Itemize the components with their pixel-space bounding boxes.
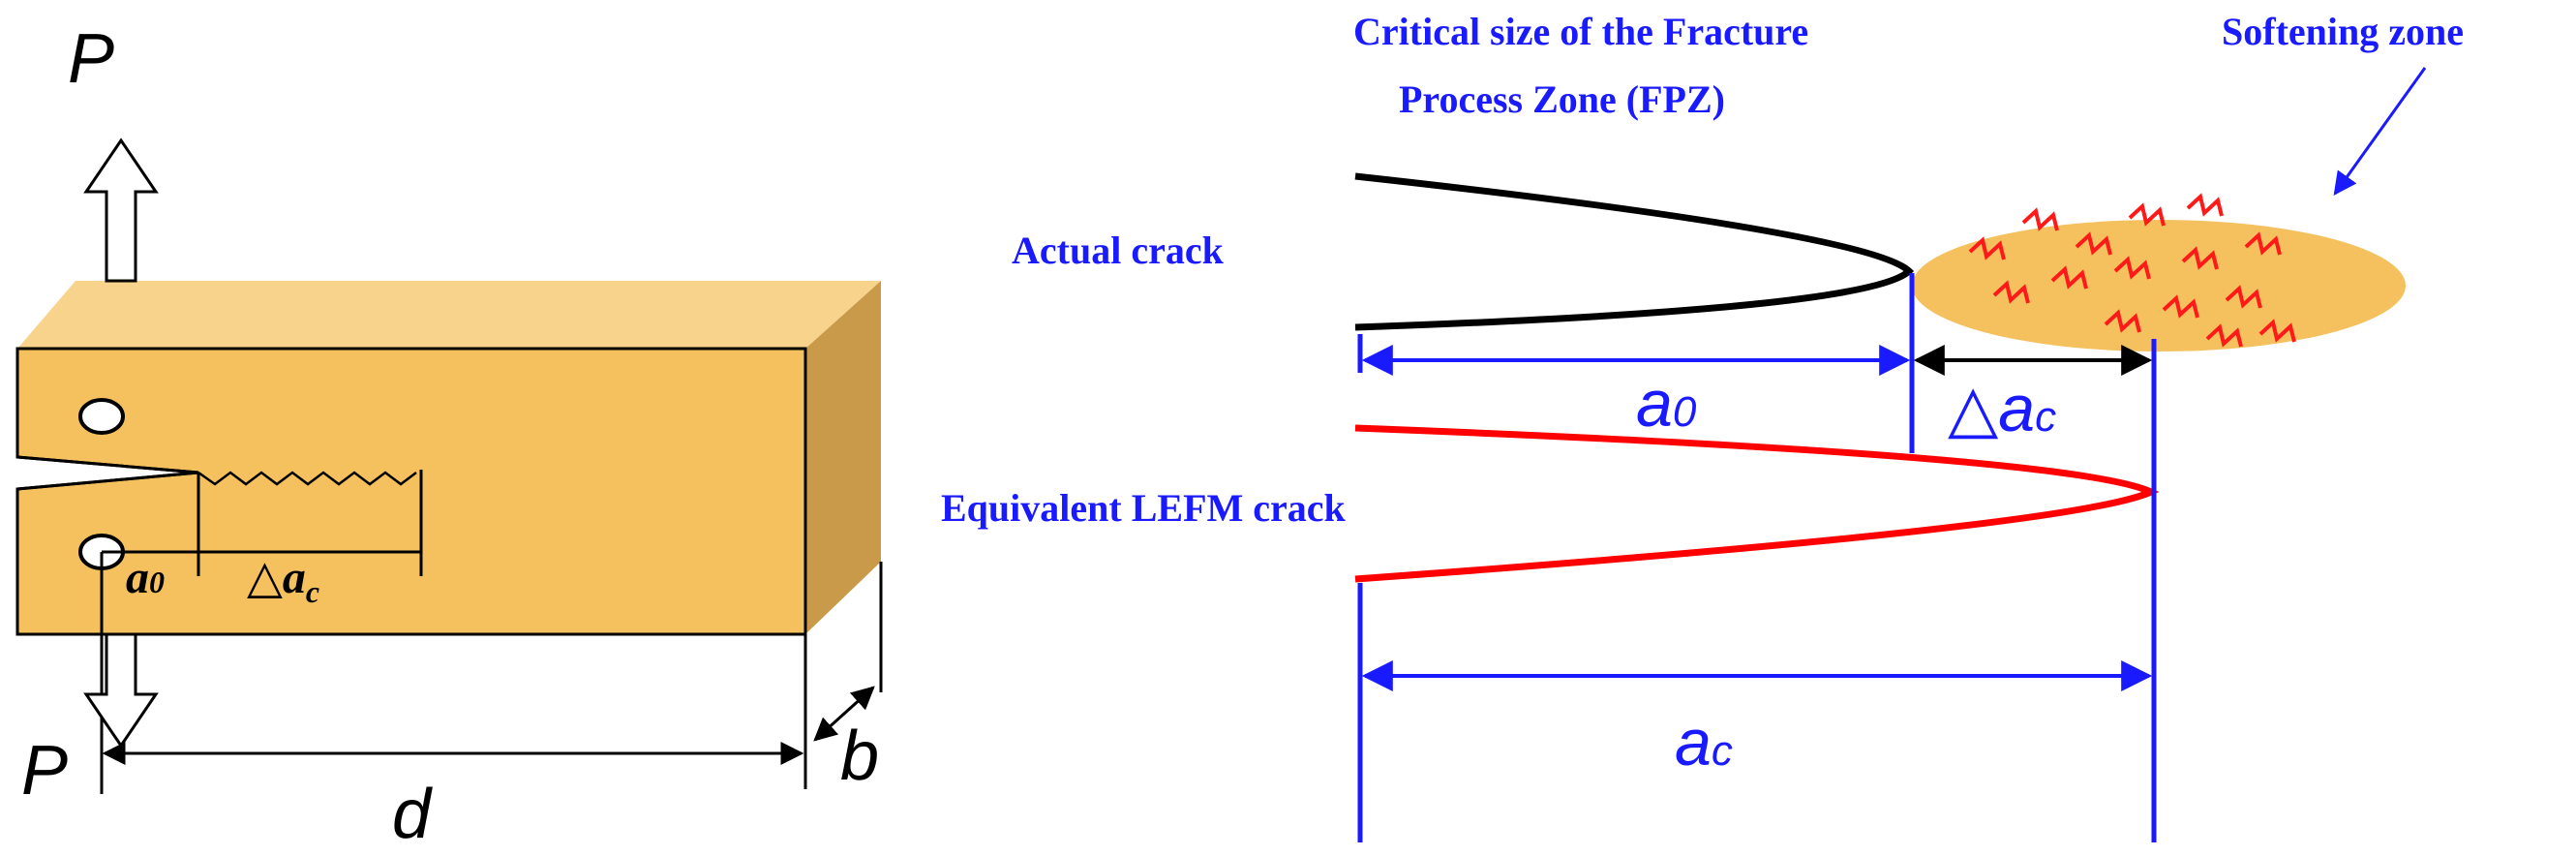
softening-zone (1912, 220, 2406, 352)
equivalent-crack-label: Equivalent LEFM crack (941, 486, 1347, 530)
load-arrow-down (83, 632, 159, 749)
specimen-a0-label: a0 (126, 552, 165, 603)
ac-label: ac (1675, 706, 1733, 780)
microcracks (1968, 193, 2296, 348)
specimen: a0 △ac P P d b (15, 20, 883, 853)
fpz-title-line1: Critical size of the Fracture (1353, 10, 1808, 53)
fpz-zigzag (197, 471, 417, 486)
load-arrow-up (83, 138, 159, 283)
actual-crack-curve (1354, 172, 1915, 331)
specimen-top-face (17, 281, 881, 349)
actual-crack-label: Actual crack (1012, 229, 1225, 272)
d-label: d (392, 776, 433, 853)
lefm-crack-curve (1354, 424, 2160, 583)
delta-ac-label: △ac (1948, 372, 2056, 445)
b-label: b (840, 718, 879, 795)
softening-zone-pointer (2333, 67, 2427, 196)
load-label-bottom: P (21, 732, 68, 810)
specimen-delta-ac-label: △ac (247, 552, 319, 609)
a0-label: a0 (1636, 367, 1697, 441)
upper-pin-hole (78, 398, 125, 435)
softening-zone-label: Softening zone (2222, 10, 2464, 53)
fpz-title-line2: Process Zone (FPZ) (1399, 77, 1725, 121)
fpz-diagram: Critical size of the Fracture Process Zo… (941, 10, 2464, 842)
b-dimension (813, 686, 875, 742)
load-label-top: P (68, 20, 114, 98)
specimen-side-face (805, 281, 881, 634)
